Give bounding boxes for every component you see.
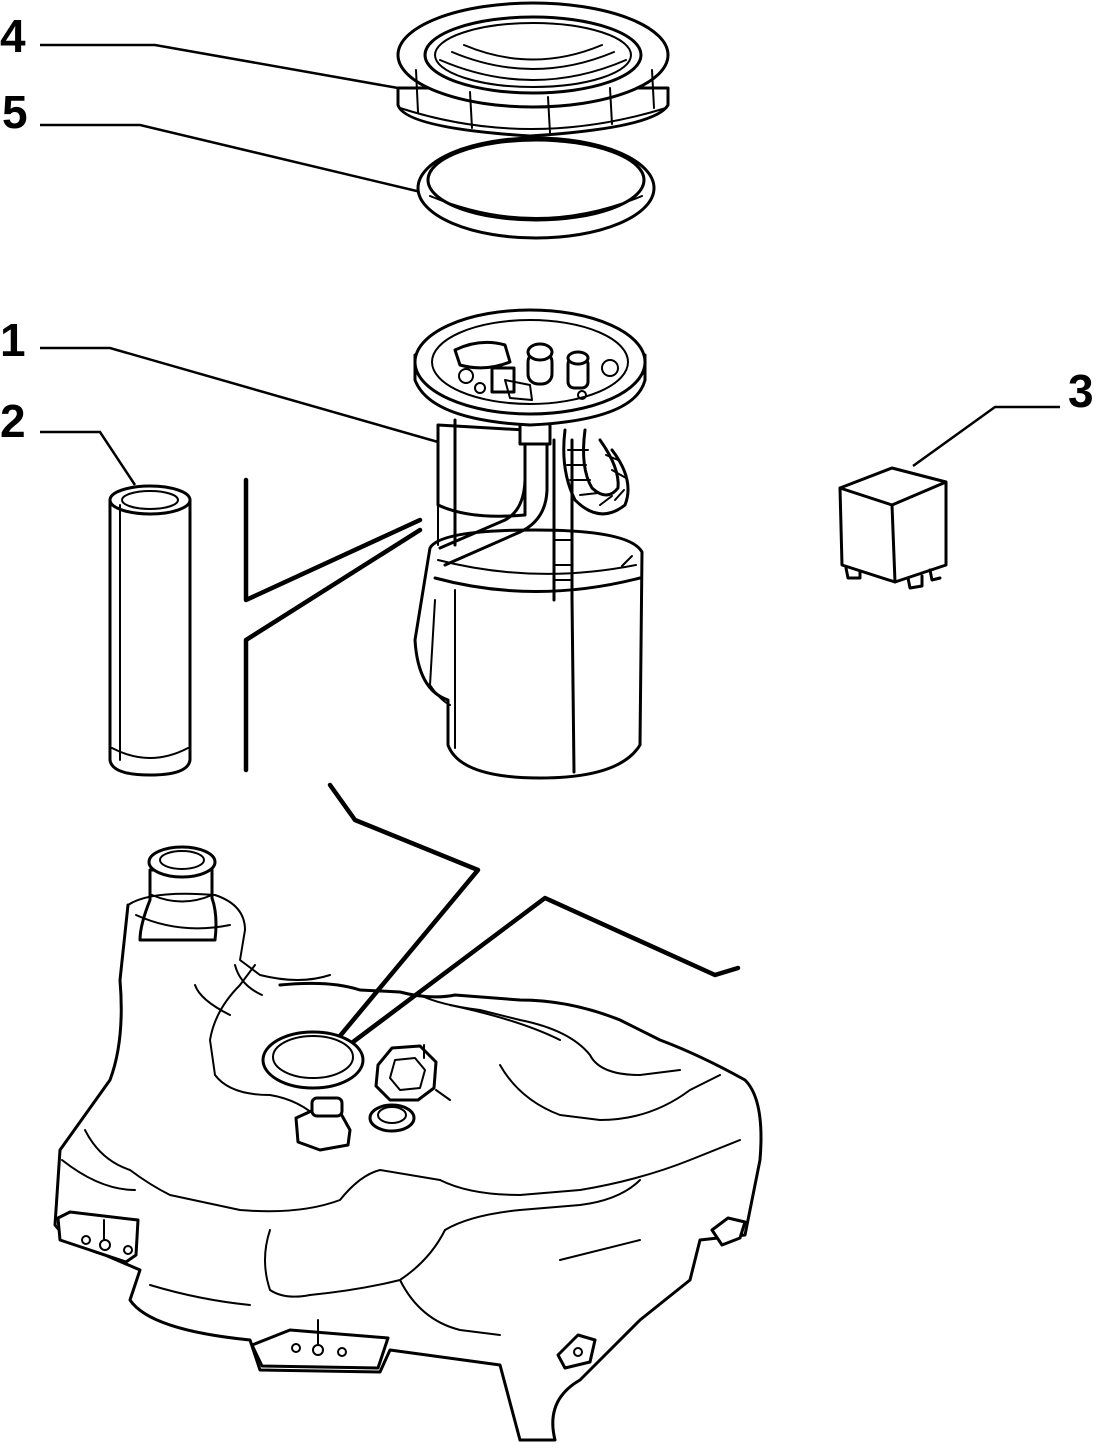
installation-guide-lines — [243, 477, 741, 1066]
callout-label-4: 4 — [0, 10, 26, 62]
callout-label-2: 2 — [0, 395, 26, 447]
leader-line-4 — [40, 43, 399, 90]
relay-part-3 — [838, 466, 948, 590]
fuel-tank — [53, 845, 763, 1442]
ring-nut-part-4 — [396, 1, 670, 138]
leader-line-3 — [912, 405, 1060, 468]
fuel-pump-module-part-1 — [413, 308, 647, 780]
callout-label-1: 1 — [0, 314, 26, 366]
leader-line-5 — [40, 123, 426, 195]
callout-label-3: 3 — [1068, 365, 1094, 417]
seal-ring-part-5 — [416, 136, 656, 240]
leader-line-1 — [40, 346, 439, 444]
callout-label-5: 5 — [2, 86, 28, 138]
leader-line-2 — [40, 430, 137, 486]
tube-part-2 — [108, 484, 192, 777]
